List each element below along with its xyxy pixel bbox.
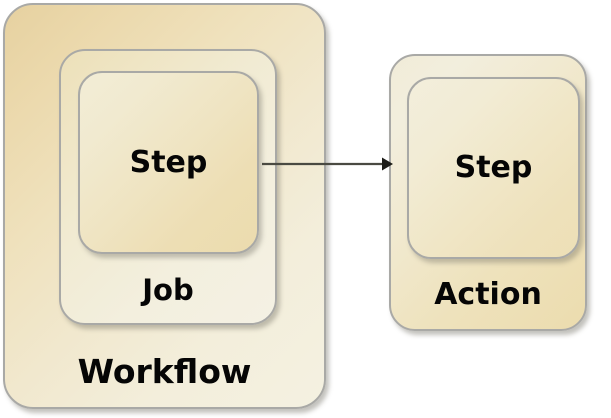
workflow-label: Workflow [77,352,252,391]
step-in-job-node[interactable]: Step [78,71,259,254]
step-in-action-label: Step [454,150,533,185]
action-label: Action [434,277,542,312]
step-in-action-node[interactable]: Step [407,77,580,259]
step-in-job-label: Step [129,144,208,180]
job-label: Job [142,273,194,307]
